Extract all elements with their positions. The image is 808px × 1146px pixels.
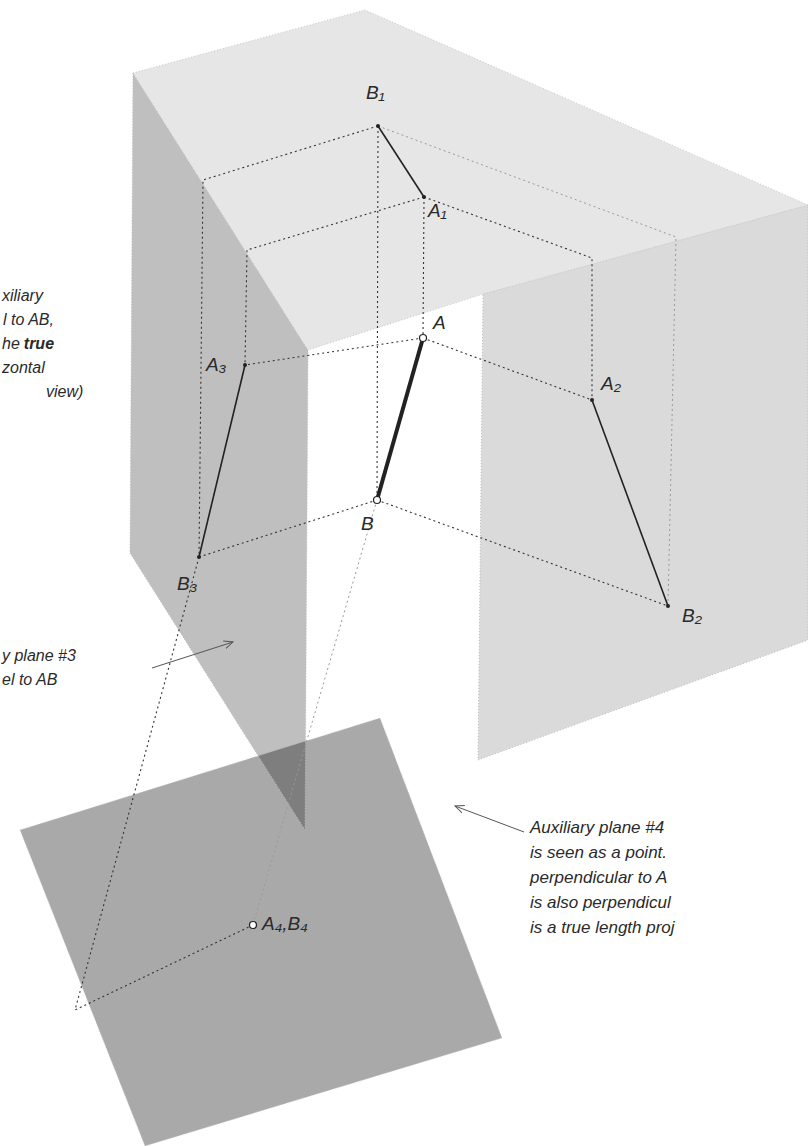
- leader-arrows: [152, 642, 524, 832]
- note-text: he: [2, 334, 20, 353]
- note-text: Auxiliary plane #4: [530, 818, 664, 838]
- note-text: l to AB,: [3, 310, 54, 329]
- point-circles: [250, 335, 427, 929]
- note-text: xiliary: [2, 286, 43, 305]
- point-label: A₁: [428, 200, 447, 223]
- point-label: B: [361, 513, 374, 536]
- note-text: view): [46, 382, 83, 401]
- note-text: is also perpendicul: [530, 893, 671, 913]
- frontal-plane: [478, 205, 808, 760]
- point-dots: [197, 124, 670, 608]
- note-text: is a true length proj: [530, 918, 675, 938]
- horizontal-plane: [133, 10, 808, 350]
- note-text: perpendicular to A: [530, 868, 667, 888]
- point-label: A₄,B₄: [262, 913, 308, 936]
- note-text: zontal: [2, 358, 45, 377]
- note-text: y plane #3: [2, 646, 76, 665]
- point-label: B₃: [177, 573, 197, 596]
- point-label: B₂: [682, 605, 702, 628]
- projector-lines: [75, 126, 668, 1010]
- point-label: A₂: [601, 373, 621, 396]
- light-projectors: [253, 126, 676, 925]
- note-text: el to AB: [2, 670, 57, 689]
- note-text: is seen as a point.: [530, 843, 667, 863]
- line-projections: [199, 126, 668, 606]
- note-text: true: [24, 334, 54, 353]
- point-label: B₁: [366, 82, 385, 105]
- point-label: A: [433, 312, 446, 335]
- point-label: A₃: [206, 354, 226, 377]
- auxiliary-plane-4: [20, 718, 502, 1146]
